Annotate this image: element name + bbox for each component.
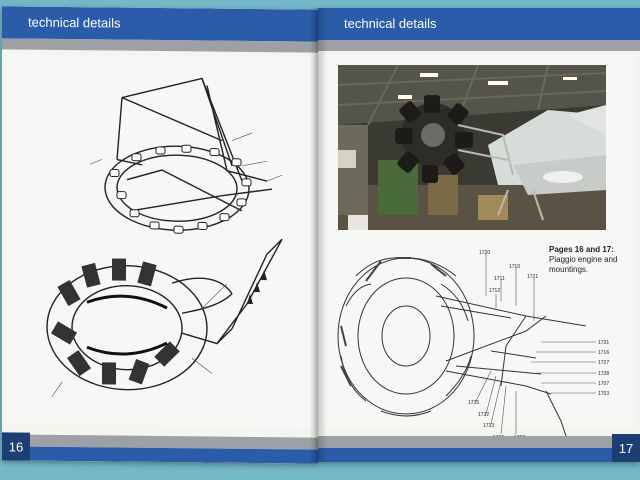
callout-label: 1720 <box>479 250 490 256</box>
hangar-photo <box>338 65 606 230</box>
footer-bar <box>318 448 640 462</box>
photo-caption: Pages 16 and 17: Piaggio engine and moun… <box>549 245 635 275</box>
header-bar-left: technical details <box>2 6 318 42</box>
callout-label: 1711 <box>494 276 505 282</box>
callout-label: 1716 <box>598 350 609 356</box>
header-rule <box>318 40 640 51</box>
callout-label: 1735 <box>468 400 479 406</box>
footer-bar <box>2 446 318 464</box>
caption-heading: Pages 16 and 17: <box>549 245 614 254</box>
callout-label: 1707 <box>598 381 609 387</box>
callout-label: 1732 <box>478 412 489 418</box>
page-header-title: technical details <box>344 16 437 31</box>
caption-text: Piaggio engine and mountings. <box>549 255 618 274</box>
page-number: 17 <box>612 434 640 462</box>
radial-engine-drawing <box>32 232 292 415</box>
callout-label: 1710 <box>509 264 520 270</box>
engine-mount-frame-drawing <box>82 69 292 246</box>
callout-label: 1728 <box>598 371 609 377</box>
header-bar-right: technical details <box>318 8 640 40</box>
callout-label: 1721 <box>527 274 538 280</box>
page-header-title: technical details <box>28 14 121 31</box>
left-page: technical details <box>2 6 318 464</box>
engine-mounting-drawing: 1720 1710 1711 1712 1721 1731 1716 1727 … <box>336 246 636 446</box>
page-number: 16 <box>2 432 30 461</box>
callout-label: 1733 <box>483 423 494 429</box>
callout-label: 1712 <box>489 288 500 294</box>
footer-rule <box>318 436 640 448</box>
callout-label: 1727 <box>598 360 609 366</box>
header-rule <box>2 38 318 53</box>
right-page: technical details <box>318 8 640 462</box>
callout-label: 1731 <box>598 340 609 346</box>
callout-label: 1703 <box>598 391 609 397</box>
